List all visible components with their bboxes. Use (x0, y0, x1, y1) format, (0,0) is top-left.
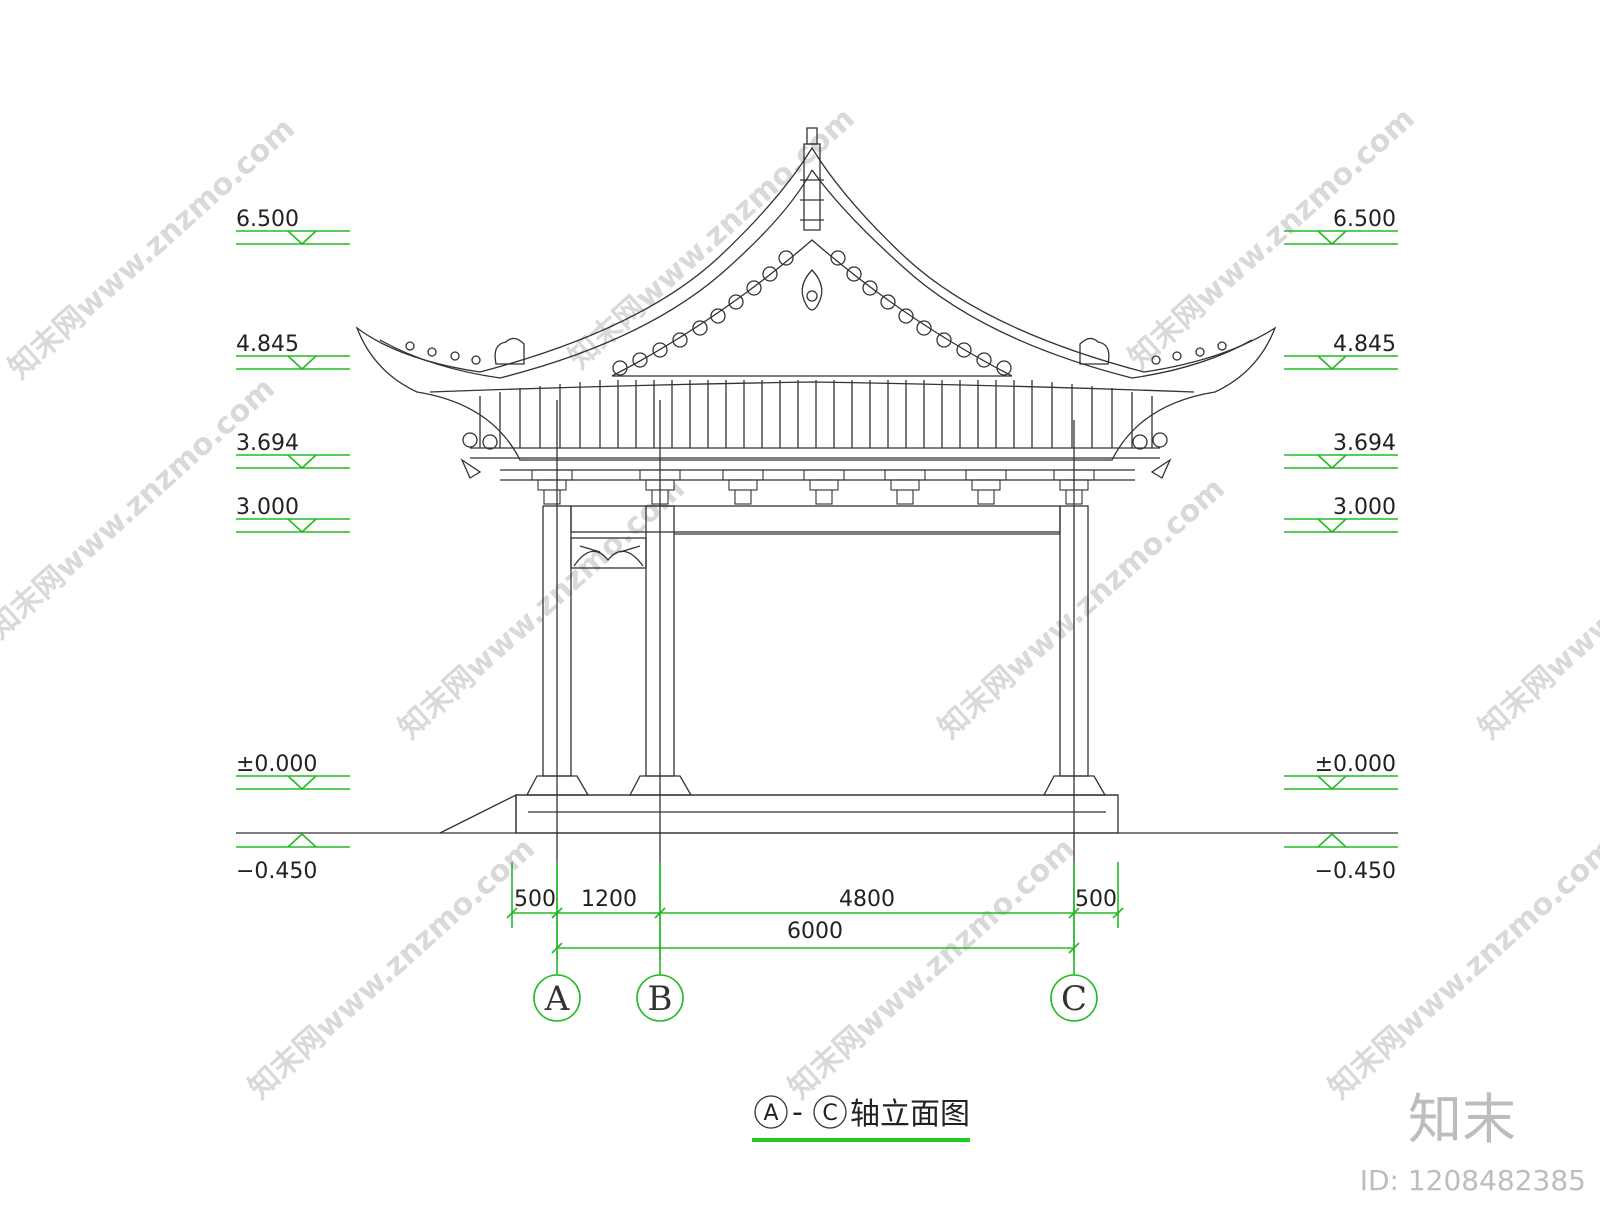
level-label: ±0.000 (1315, 752, 1396, 777)
title-axis-start: A (763, 1101, 778, 1126)
axis-label: B (648, 979, 673, 1019)
level-markers: 6.500 4.845 3.694 3.000 ±0.000 −0.450 (236, 207, 1398, 884)
drawing-title: A - C 轴立面图 (752, 1095, 970, 1142)
level-marker-left: 3.694 (236, 431, 350, 470)
title-axis-end: C (822, 1101, 837, 1126)
watermark-text: 知末网www.znzmo.com (1472, 471, 1600, 746)
title-text: 轴立面图 (850, 1097, 970, 1132)
image-id: ID: 1208482385 (1360, 1164, 1586, 1197)
level-label: 3.000 (236, 495, 299, 520)
level-label: −0.450 (1315, 859, 1396, 884)
level-label: 6.500 (236, 207, 299, 232)
level-label: 3.694 (236, 431, 299, 456)
level-label: 6.500 (1333, 207, 1396, 232)
level-label: −0.450 (236, 859, 317, 884)
level-marker-left: 6.500 (236, 207, 350, 246)
level-marker-left: −0.450 (236, 832, 350, 884)
level-marker-right: 3.000 (1284, 495, 1398, 534)
level-marker-right: −0.450 (1284, 832, 1398, 884)
dimension-lines: 500 1200 4800 500 6000 (506, 862, 1124, 954)
level-label: ±0.000 (236, 752, 317, 777)
level-marker-left: 4.845 (236, 332, 350, 371)
level-label: 4.845 (1333, 332, 1396, 357)
level-label: 4.845 (236, 332, 299, 357)
brand-logo: 知末 (1408, 1088, 1516, 1151)
level-marker-right: ±0.000 (1284, 752, 1398, 791)
axis-label: A (544, 979, 570, 1019)
watermark-text: 知末网www.znzmo.com (932, 471, 1232, 746)
level-label: 3.694 (1333, 431, 1396, 456)
level-label: 3.000 (1333, 495, 1396, 520)
roof (355, 127, 1277, 479)
watermark-text: 知末网www.znzmo.com (782, 831, 1082, 1106)
roof-tiles (429, 380, 1195, 459)
ground-and-platform (236, 793, 1398, 834)
level-marker-right: 4.845 (1284, 332, 1398, 371)
level-marker-left: 3.000 (236, 495, 350, 534)
level-marker-right: 3.694 (1284, 431, 1398, 470)
dimension-label: 500 (1075, 887, 1117, 912)
watermark-layer: 知末网www.znzmo.com 知末网www.znzmo.com 知末网www… (0, 101, 1600, 1106)
bracket-sets (500, 469, 1135, 505)
axis-label: C (1061, 979, 1087, 1019)
watermark-text: 知末网www.znzmo.com (392, 471, 692, 746)
dimension-label: 4800 (839, 887, 895, 912)
dimension-label: 1200 (581, 887, 637, 912)
title-dash: - (792, 1095, 803, 1130)
axis-bubbles: A B C (533, 928, 1098, 1022)
level-marker-left: ±0.000 (236, 752, 350, 791)
level-marker-right: 6.500 (1284, 207, 1398, 246)
brand-mark: 知末 ID: 1208482385 (1360, 1088, 1586, 1197)
dimension-total: 6000 (787, 919, 843, 944)
dimension-label: 500 (514, 887, 556, 912)
